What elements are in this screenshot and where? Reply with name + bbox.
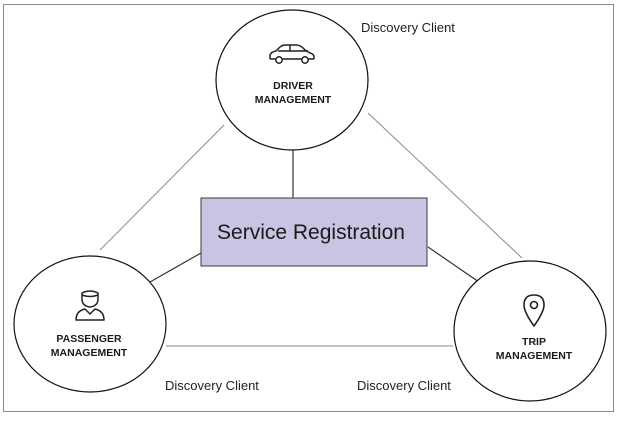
passenger-node-label-line1: PASSENGER <box>56 333 122 345</box>
location-pin-icon <box>523 294 545 327</box>
service-registry-box <box>200 197 428 267</box>
service-registry-label: Service Registration <box>217 221 405 244</box>
trip-node-label-line2: MANAGEMENT <box>496 350 573 362</box>
passenger-node-circle <box>13 255 167 393</box>
passenger-management-node: PASSENGER MANAGEMENT <box>13 255 167 393</box>
driver-node-label-line1: DRIVER <box>273 80 313 92</box>
connector-driver-trip <box>367 112 523 259</box>
trip-node-label-line1: TRIP <box>522 336 546 348</box>
person-icon <box>75 290 105 321</box>
car-icon <box>269 44 315 64</box>
trip-management-node: TRIP MANAGEMENT <box>453 260 607 402</box>
trip-node-circle <box>453 260 607 402</box>
discovery-client-label-driver: Discovery Client <box>361 20 455 35</box>
driver-node-circle <box>215 9 369 151</box>
discovery-client-label-passenger: Discovery Client <box>165 378 259 393</box>
passenger-node-label-line2: MANAGEMENT <box>51 347 128 359</box>
connector-passenger-registry <box>149 252 202 283</box>
driver-management-node: DRIVER MANAGEMENT <box>215 9 369 151</box>
discovery-client-label-trip: Discovery Client <box>357 378 451 393</box>
connector-driver-passenger <box>99 124 225 251</box>
driver-node-label-line2: MANAGEMENT <box>255 94 332 106</box>
diagram-frame <box>3 4 614 412</box>
connector-trip-registry <box>427 246 480 283</box>
